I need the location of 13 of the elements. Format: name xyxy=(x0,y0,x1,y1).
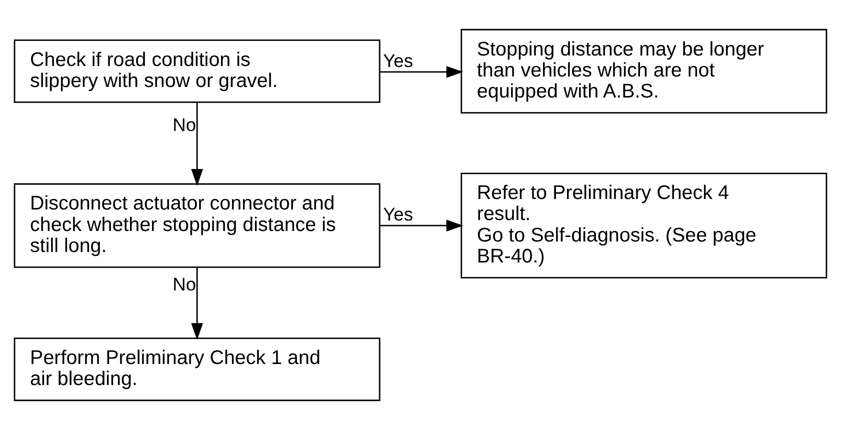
edge-label: No xyxy=(172,273,196,294)
node-box: Perform Preliminary Check 1 and air bleeding. xyxy=(14,338,380,402)
arrow xyxy=(380,220,464,232)
node-box: Stopping distance may be longer than vehicles which are not equipped with A.B.S. xyxy=(460,28,828,114)
edge-label: No xyxy=(172,114,196,136)
arrow xyxy=(191,102,203,186)
edge-label: Yes xyxy=(383,203,414,224)
node-box: Refer to Preliminary Check 4 result. Go to Self-diagnosis. (See page BR-40.) xyxy=(460,172,828,278)
arrow xyxy=(380,66,464,78)
arrow xyxy=(191,267,203,340)
edge-label: Yes xyxy=(383,50,414,71)
node-box: Check if road condition is slippery with snow or gravel. xyxy=(14,40,380,103)
node-box: Disconnect actuator connector and check whether stopping distance is still long. xyxy=(14,183,380,268)
